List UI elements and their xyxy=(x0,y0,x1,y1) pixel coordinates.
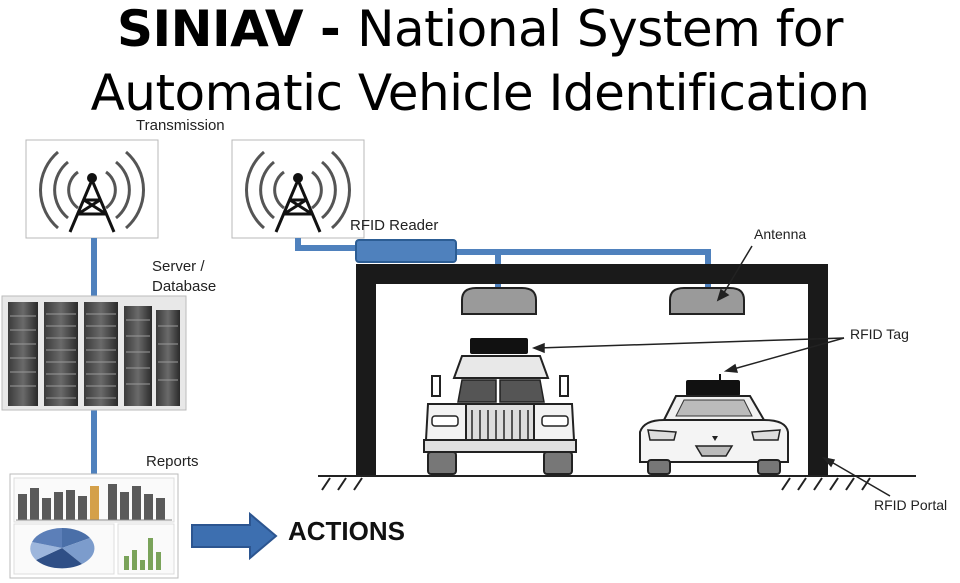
transmission-label: Transmission xyxy=(136,117,225,134)
title-line2: Automatic Vehicle Identification xyxy=(90,64,870,122)
rfid-tag-label: RFID Tag xyxy=(850,326,909,342)
ground-line xyxy=(318,475,916,491)
rfid-reader xyxy=(355,239,457,263)
antenna-label: Antenna xyxy=(754,226,807,242)
rfid-reader-label: RFID Reader xyxy=(350,217,439,234)
server-label-line1: Server / xyxy=(152,258,205,275)
rfid-portal-label: RFID Portal xyxy=(874,497,948,513)
actions-arrow xyxy=(191,511,278,561)
actions-label: ACTIONS xyxy=(288,516,405,546)
antenna-dome-left xyxy=(461,287,537,315)
title-separator: - xyxy=(303,0,358,58)
report-pie xyxy=(30,527,95,569)
antenna-dome-right xyxy=(669,287,745,315)
server-label-line2: Database xyxy=(152,278,217,295)
page-title: SINIAV - National System for Automatic V… xyxy=(0,0,960,122)
title-line1: National System for xyxy=(357,0,843,58)
radio-tower-icon xyxy=(39,150,145,233)
title-acronym: SINIAV xyxy=(117,0,304,58)
car-icon xyxy=(639,374,789,475)
transmission-tower-right xyxy=(231,139,365,239)
radio-tower-icon xyxy=(245,150,351,233)
truck-icon xyxy=(423,338,577,475)
reports-label: Reports xyxy=(146,453,199,470)
server-rack-icon xyxy=(1,295,187,411)
report-chart-icon xyxy=(9,473,179,579)
transmission-tower-left xyxy=(25,139,159,239)
pointer-arrows xyxy=(531,245,891,497)
rfid-portal xyxy=(356,264,828,476)
